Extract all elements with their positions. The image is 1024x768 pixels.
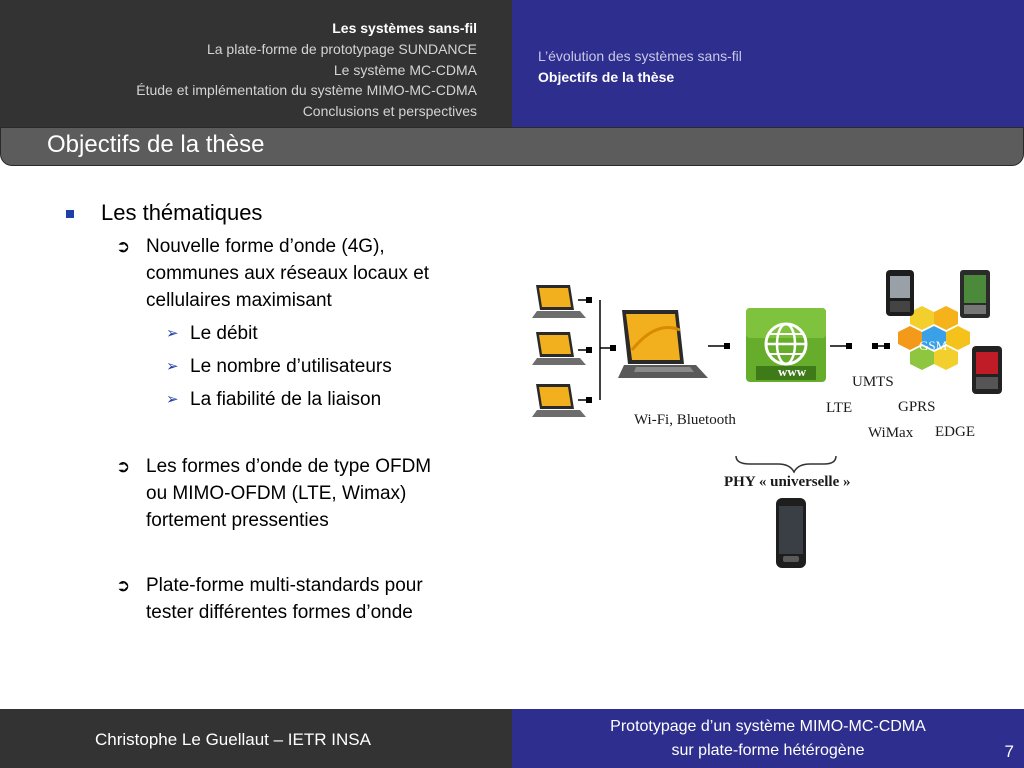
curved-arrow-bullet-icon: ➲	[116, 457, 131, 476]
sub-bullet-line: tester différentes formes d’onde	[146, 602, 413, 623]
universal-phy-label: PHY « universelle »	[724, 474, 851, 490]
www-globe-icon	[746, 308, 826, 382]
nav-section-mc-cdma[interactable]: Le système MC-CDMA	[333, 62, 477, 78]
subsection-navigation: L’évolution des systèmes sans-fil Object…	[512, 0, 1024, 128]
nav-section-wireless[interactable]: Les systèmes sans-fil	[332, 20, 477, 36]
gsm-cell-cluster-icon	[898, 306, 970, 370]
main-bullet-text: Les thématiques	[101, 200, 263, 225]
curly-brace-icon	[735, 455, 837, 474]
page-number: 7	[1004, 742, 1014, 761]
gprs-label: GPRS	[898, 399, 936, 415]
mobile-phone-icon	[960, 270, 990, 318]
mobile-phone-icon	[886, 270, 914, 316]
sub-bullet-line: ou MIMO-OFDM (LTE, Wimax)	[146, 483, 407, 504]
nav-subsection-evolution[interactable]: L’évolution des systèmes sans-fil	[538, 48, 742, 64]
wifi-bluetooth-label: Wi-Fi, Bluetooth	[634, 412, 736, 428]
sub-bullet-line: Les formes d’onde de type OFDM	[146, 456, 432, 477]
page-title: Objectifs de la thèse	[47, 131, 265, 158]
sub-bullet-line: cellulaires maximisant	[146, 290, 332, 311]
chevron-bullet-icon: ➢	[166, 325, 179, 342]
sub-sub-bullet-text: Le débit	[190, 323, 258, 344]
sub-bullet-line: Plate-forme multi-standards pour	[146, 575, 423, 596]
sub-bullet-line: communes aux réseaux locaux et	[146, 263, 430, 284]
laptop-icon	[532, 384, 586, 417]
nav-subsection-objectifs[interactable]: Objectifs de la thèse	[538, 69, 675, 85]
talk-title-line: Prototypage d’un système MIMO-MC-CDMA	[610, 718, 926, 735]
umts-label: UMTS	[852, 374, 894, 390]
footer-author-band: Christophe Le Guellaut – IETR INSA	[0, 709, 512, 768]
sub-sub-bullet-text: La fiabilité de la liaison	[190, 389, 382, 410]
square-bullet-icon	[66, 210, 74, 218]
sub-sub-bullet-text: Le nombre d’utilisateurs	[190, 356, 392, 377]
author-name: Christophe Le Guellaut – IETR INSA	[95, 730, 371, 749]
title-bar: Objectifs de la thèse	[0, 127, 1024, 166]
nav-section-conclusions[interactable]: Conclusions et perspectives	[302, 103, 477, 119]
sub-bullet-line: Nouvelle forme d’onde (4G),	[146, 236, 385, 257]
www-label: www	[778, 364, 807, 379]
section-navigation: Les systèmes sans-fil La plate-forme de …	[0, 0, 512, 128]
edge-label: EDGE	[935, 424, 975, 440]
nav-section-sundance[interactable]: La plate-forme de prototypage SUNDANCE	[206, 41, 477, 57]
diagram-graphics	[532, 270, 1002, 568]
laptop-icon	[618, 310, 708, 378]
chevron-bullet-icon: ➢	[166, 358, 179, 375]
curved-arrow-bullet-icon: ➲	[116, 576, 131, 595]
footer-title-band: Prototypage d’un système MIMO-MC-CDMA su…	[512, 709, 1024, 768]
laptop-icon	[532, 332, 586, 365]
mobile-phone-icon	[972, 346, 1002, 394]
laptop-icon	[532, 285, 586, 318]
curved-arrow-bullet-icon: ➲	[116, 237, 131, 256]
talk-title-line: sur plate-forme hétérogène	[671, 742, 865, 759]
gsm-label: GSM	[919, 338, 948, 353]
chevron-bullet-icon: ➢	[166, 391, 179, 408]
network-diagram: www GSM Wi-Fi, Bluetooth UMTS LTE GPRS W…	[528, 260, 1020, 580]
nav-section-mimo-mc-cdma[interactable]: Étude et implémentation du système MIMO-…	[136, 82, 477, 98]
wimax-label: WiMax	[868, 425, 914, 441]
lte-label: LTE	[826, 400, 853, 416]
sub-bullet-line: fortement pressenties	[146, 510, 329, 531]
smartphone-icon	[776, 498, 806, 568]
